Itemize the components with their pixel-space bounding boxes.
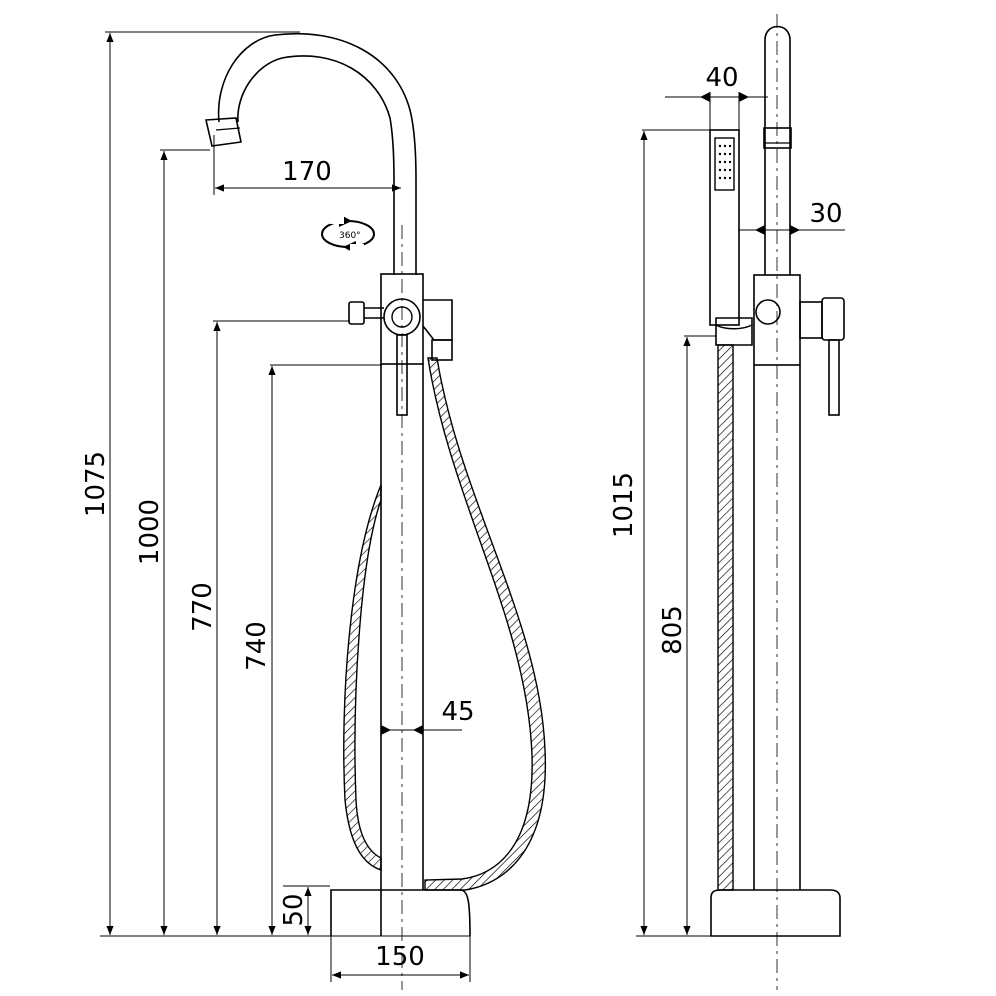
- dim-pipe-offset: 30: [809, 199, 842, 229]
- dim-total-height: 1075: [81, 451, 111, 517]
- dim-base-height: 50: [279, 893, 309, 926]
- dimension-holder-height: 805: [658, 337, 691, 935]
- hand-shower-holder: [715, 317, 753, 346]
- dimension-spout-height: 1000: [135, 151, 168, 935]
- spout: [205, 32, 417, 275]
- dim-column-diameter: 45: [441, 697, 474, 727]
- dim-valve-height: 770: [188, 582, 218, 632]
- dimension-base-width: 150: [332, 942, 469, 979]
- dimension-handshower-width: 40: [665, 63, 768, 102]
- dim-spout-reach: 170: [282, 157, 332, 187]
- rotation-label: 360°: [339, 231, 361, 241]
- side-column: [753, 365, 801, 890]
- dimension-column-diameter: 45: [381, 697, 475, 735]
- dimension-handshower-height: 1015: [609, 131, 648, 935]
- dim-hose-outlet-height: 740: [242, 621, 272, 671]
- rotation-360-icon: 360°: [321, 214, 375, 254]
- dimension-spout-reach: 170: [215, 157, 401, 192]
- side-view: 40 30 1015 805: [609, 14, 845, 990]
- side-hose: [717, 344, 734, 891]
- dim-handshower-height: 1015: [609, 472, 639, 538]
- dimension-total-height: 1075: [81, 33, 114, 935]
- dim-spout-height: 1000: [135, 499, 165, 565]
- flexible-hose: [343, 357, 546, 891]
- hand-shower: [709, 129, 740, 326]
- extension-lines: [100, 31, 471, 982]
- floor-base: [330, 889, 471, 937]
- dimension-hose-outlet-height: 740: [242, 366, 276, 935]
- dimension-pipe-offset: 30: [738, 199, 845, 235]
- side-spout-pipe: [763, 14, 792, 990]
- column: [380, 225, 424, 990]
- dim-holder-height: 805: [658, 605, 688, 655]
- dim-base-width: 150: [375, 942, 425, 972]
- side-floor-base: [710, 889, 841, 937]
- dimension-base-height: 50: [279, 887, 312, 935]
- dimension-valve-height: 770: [188, 322, 221, 935]
- front-view: 360°: [81, 31, 546, 990]
- dim-handshower-width: 40: [705, 63, 738, 93]
- side-mixer-valve: [753, 274, 845, 416]
